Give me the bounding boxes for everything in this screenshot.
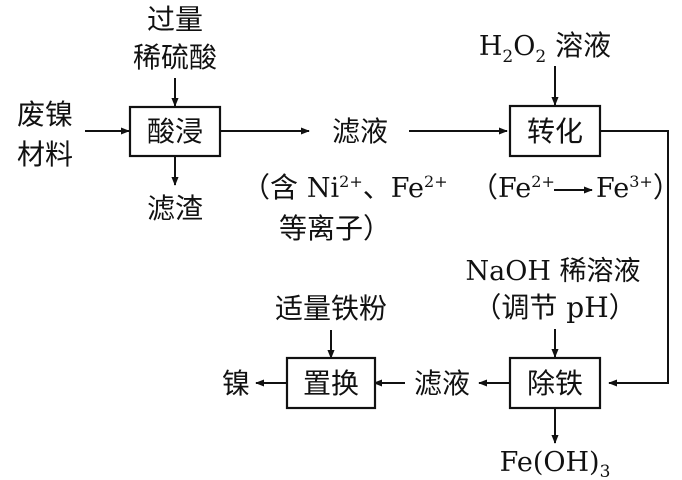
replace-label: 置换 xyxy=(303,367,359,400)
oxidation-note-left: （Fe2+ xyxy=(470,171,555,204)
residue-label: 滤渣 xyxy=(147,192,203,225)
iron-powder-input: 适量铁粉 xyxy=(275,292,387,325)
convert-label: 转化 xyxy=(527,115,583,148)
convert-box: 转化 xyxy=(508,104,602,158)
nickel-label: 镍 xyxy=(222,367,250,400)
peroxide-input: H2O2 溶液 xyxy=(479,29,611,67)
feed-line2: 材料 xyxy=(17,138,73,171)
acid-leach-box: 酸浸 xyxy=(128,105,222,158)
ions-note-line2: 等离子） xyxy=(279,212,391,245)
precipitate-label: Fe(OH)3 xyxy=(500,447,611,480)
naoh-input-line2: （调节 pH） xyxy=(473,291,636,324)
oxidation-note-right: Fe3+） xyxy=(596,171,681,204)
acid-input-line1: 过量 xyxy=(147,3,203,36)
arrow-convert-to-remove-iron xyxy=(601,130,669,387)
remove-iron-box: 除铁 xyxy=(508,356,602,410)
acid-leach-label: 酸浸 xyxy=(147,115,203,148)
naoh-input-line1: NaOH 稀溶液 xyxy=(466,256,641,287)
remove-iron-label: 除铁 xyxy=(527,367,583,400)
filtrate-2-label: 滤液 xyxy=(414,367,470,400)
ions-note-line1: （含 Ni2+、Fe2+ xyxy=(242,171,448,204)
feed-line1: 废镍 xyxy=(17,98,73,131)
acid-input-line2: 稀硫酸 xyxy=(133,41,217,74)
replace-box: 置换 xyxy=(285,356,377,410)
filtrate-1-label: 滤液 xyxy=(332,115,388,148)
